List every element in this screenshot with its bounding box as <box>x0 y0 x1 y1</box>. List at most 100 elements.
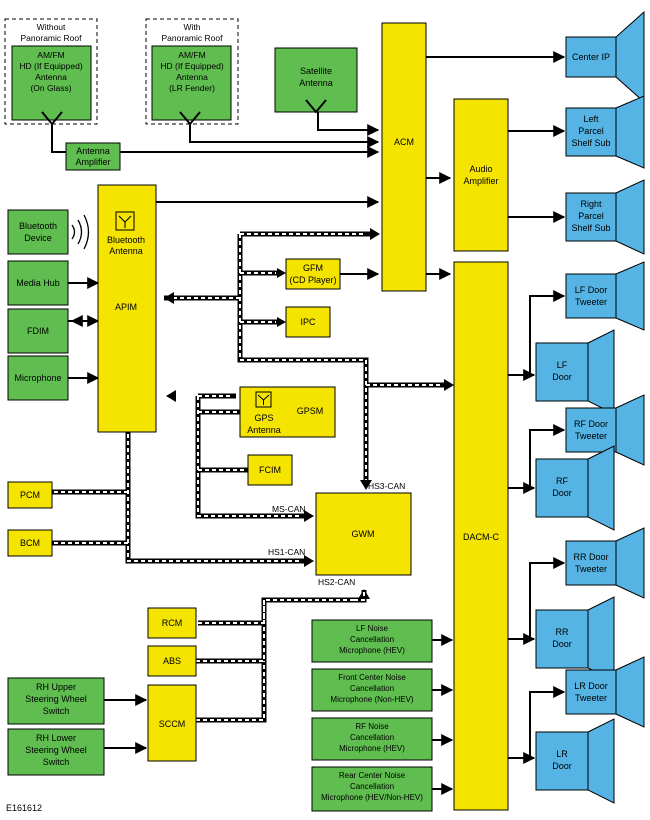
rh-lower-steering-wheel-switch: RH Lower Steering Wheel Switch <box>7 728 105 776</box>
gpsm-module: GPS Antenna GPSM <box>239 386 336 438</box>
antenna-icon <box>179 111 201 128</box>
rc-noise-line-2: Cancellation <box>350 782 394 791</box>
right-parcel-line-1: Right <box>580 199 602 209</box>
media-hub-label: Media Hub <box>16 278 60 288</box>
lf-tweeter-line-1: LF Door <box>575 285 608 295</box>
right-parcel-line-2: Parcel <box>578 211 604 221</box>
rf-tweeter-line-1: RF Door <box>574 419 608 429</box>
lr-tweeter-line-1: LR Door <box>574 681 608 691</box>
center-ip-line-1: Center IP <box>572 52 610 62</box>
lr-door-tweeter-speaker: LR Door Tweeter <box>565 656 645 728</box>
lf-door-tweeter-speaker: LF Door Tweeter <box>565 261 645 331</box>
left-parcel-line-1: Left <box>583 114 599 124</box>
rc-noise-line-1: Rear Center Noise <box>339 771 406 780</box>
abs-label: ABS <box>163 656 181 666</box>
gps-antenna-line-1: GPS <box>254 413 273 423</box>
lf-door-line-2: Door <box>552 372 572 382</box>
rf-door-speaker: RF Door <box>535 445 615 531</box>
rc-noise-line-3: Microphone (HEV/Non-HEV) <box>321 793 423 802</box>
dacm-c-module: DACM-C <box>453 261 509 811</box>
fc-noise-line-1: Front Center Noise <box>338 673 406 682</box>
wireless-waves-icon <box>71 214 90 250</box>
rr-door-tweeter-speaker: RR Door Tweeter <box>565 527 645 599</box>
hs1-can-label: HS1-CAN <box>268 547 305 557</box>
lf-noise-cancellation-microphone: LF Noise Cancellation Microphone (HEV) <box>311 619 433 663</box>
rh-lower-line-3: Switch <box>43 757 70 767</box>
rr-door-line-2: Door <box>552 639 572 649</box>
gps-antenna-icon <box>255 391 272 408</box>
rh-lower-line-2: Steering Wheel <box>25 745 87 755</box>
fdim-label: FDIM <box>27 326 49 336</box>
roof-antenna-line-1: AM/FM <box>178 50 205 60</box>
rf-door-line-2: Door <box>552 488 572 498</box>
rh-upper-line-2: Steering Wheel <box>25 694 87 704</box>
antenna-icon <box>305 99 327 114</box>
rr-tweeter-line-1: RR Door <box>573 552 608 562</box>
pcm-module: PCM <box>7 481 53 509</box>
satellite-line-2: Antenna <box>299 78 333 88</box>
abs-module: ABS <box>147 645 197 677</box>
no-roof-antenna-line-1: AM/FM <box>37 50 64 60</box>
fcim-module: FCIM <box>247 454 293 486</box>
roof-antenna-line-3: Antenna <box>176 72 208 82</box>
figure-id: E161612 <box>6 803 42 813</box>
no-roof-caption-2: Panoramic Roof <box>21 33 83 43</box>
gfm-line-1: GFM <box>303 263 323 273</box>
gpsm-label: GPSM <box>297 406 324 416</box>
microphone: Microphone <box>7 355 69 401</box>
satellite-antenna: Satellite Antenna <box>274 47 358 114</box>
bcm-label: BCM <box>20 538 40 548</box>
left-parcel-line-2: Parcel <box>578 126 604 136</box>
ipc-label: IPC <box>300 317 316 327</box>
ms-can-label: MS-CAN <box>272 504 306 514</box>
lf-noise-line-1: LF Noise <box>356 624 389 633</box>
ipc-module: IPC <box>285 306 331 338</box>
bluetooth-device: Bluetooth Device <box>7 209 90 255</box>
sccm-module: SCCM <box>147 684 197 762</box>
audio-amplifier-module: Audio Amplifier <box>453 98 509 252</box>
lr-door-speaker: LR Door <box>535 718 615 804</box>
fc-noise-line-3: Microphone (Non-HEV) <box>330 695 413 704</box>
lf-tweeter-line-2: Tweeter <box>575 297 607 307</box>
rh-lower-line-1: RH Lower <box>36 733 76 743</box>
left-parcel-line-3: Shelf Sub <box>571 138 610 148</box>
rr-door-speaker: RR Door <box>535 596 615 682</box>
bt-device-line-2: Device <box>24 233 52 243</box>
antenna-amp-line-1: Antenna <box>76 146 110 156</box>
bluetooth-antenna-icon <box>115 211 135 231</box>
bt-antenna-line-1: Bluetooth <box>107 235 145 245</box>
am-fm-antenna-on-glass: Without Panoramic Roof AM/FM HD (If Equi… <box>4 18 98 138</box>
audio-amp-line-1: Audio <box>469 164 492 174</box>
right-parcel-shelf-sub-speaker: Right Parcel Shelf Sub <box>565 179 645 255</box>
no-roof-antenna-line-2: HD (If Equipped) <box>19 61 82 71</box>
rh-upper-line-3: Switch <box>43 706 70 716</box>
apim-label: APIM <box>115 302 137 312</box>
rr-door-line-1: RR <box>556 627 569 637</box>
dacm-label: DACM-C <box>463 532 499 542</box>
acm-module: ACM <box>381 22 427 292</box>
antenna-amp-line-2: Amplifier <box>75 157 110 167</box>
rf-door-tweeter-speaker: RF Door Tweeter <box>565 394 645 466</box>
pcm-label: PCM <box>20 490 40 500</box>
apim-module: Bluetooth Antenna APIM <box>97 184 157 433</box>
rf-noise-cancellation-microphone: RF Noise Cancellation Microphone (HEV) <box>311 717 433 761</box>
rf-tweeter-line-2: Tweeter <box>575 431 607 441</box>
lr-tweeter-line-2: Tweeter <box>575 693 607 703</box>
rf-door-line-1: RF <box>556 476 568 486</box>
antenna-amplifier: Antenna Amplifier <box>65 142 121 171</box>
rcm-module: RCM <box>147 607 197 639</box>
no-roof-caption-1: Without <box>37 22 66 32</box>
front-center-noise-cancellation-microphone: Front Center Noise Cancellation Micropho… <box>311 668 433 712</box>
acm-label: ACM <box>394 137 414 147</box>
roof-antenna-line-4: (LR Fender) <box>169 83 215 93</box>
can-bus-wires <box>52 228 454 723</box>
gwm-label: GWM <box>352 529 375 539</box>
signal-wires <box>51 51 566 795</box>
rf-noise-line-2: Cancellation <box>350 733 394 742</box>
satellite-line-1: Satellite <box>300 66 332 76</box>
lf-door-speaker: LF Door <box>535 329 615 415</box>
lf-door-line-1: LF <box>557 360 568 370</box>
right-parcel-line-3: Shelf Sub <box>571 223 610 233</box>
rf-noise-line-3: Microphone (HEV) <box>339 744 405 753</box>
